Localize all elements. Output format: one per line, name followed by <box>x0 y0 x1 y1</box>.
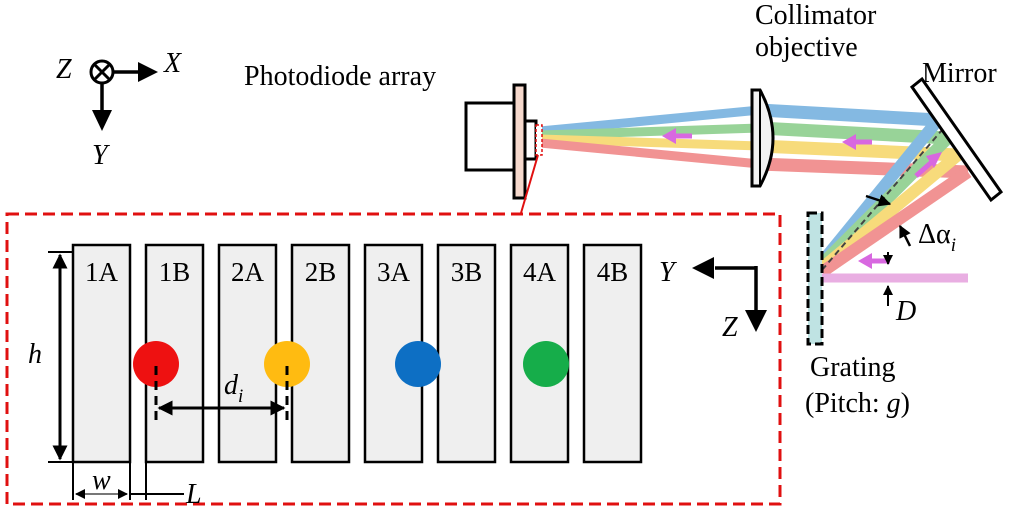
grating-element <box>806 211 824 346</box>
photodiode-board <box>512 83 527 200</box>
detail-coordinate-axes: Y Z <box>659 257 767 343</box>
height-label: h <box>28 339 42 370</box>
photodiode-cell-label: 3A <box>377 257 411 287</box>
collimator-label-line2: objective <box>755 32 858 63</box>
axis-label-z: Z <box>56 54 72 85</box>
photodiode-detail-view: 1A 1B 2A 2B 3A 3B 4A 4B h w L di Y <box>5 212 782 510</box>
photodiode-cell-label: 4A <box>523 257 557 287</box>
spot-green <box>523 341 569 387</box>
beam-green <box>759 121 949 145</box>
beams <box>539 103 972 283</box>
propagation-arrows <box>662 128 942 269</box>
arrow-left-icon <box>858 253 872 269</box>
photodiode-cell-label: 3B <box>451 257 483 287</box>
beam-red-diffracted <box>818 167 972 277</box>
mirror: Mirror <box>909 58 1004 203</box>
gap-label: L <box>185 479 202 509</box>
beam-blue-converging <box>539 105 761 136</box>
photodiode-cell-3a <box>363 243 424 464</box>
spot-yellow <box>264 341 310 387</box>
displacement-label: D <box>895 296 916 327</box>
axis-label-x: X <box>163 48 182 79</box>
mirror-element <box>909 76 1004 203</box>
beam-green-converging <box>539 123 761 140</box>
detail-leader-line <box>520 154 539 214</box>
beam-yellow-diffracted <box>818 150 962 273</box>
photodiode-cell-2a <box>217 243 278 464</box>
beam-red-converging <box>539 138 761 169</box>
beam-yellow-converging <box>539 134 761 151</box>
photodiode-housing <box>464 101 516 172</box>
delta-alpha-label: Δαi <box>918 219 956 256</box>
photodiode-array-label: Photodiode array <box>244 61 436 92</box>
spot-red <box>133 341 179 387</box>
photodiode-cell-1a <box>71 243 132 464</box>
displacement-annotation: D <box>883 252 916 327</box>
photodiode-cell-4b <box>582 243 643 464</box>
angle-arrow-upper <box>865 194 892 207</box>
detail-axis-label-z: Z <box>722 312 738 343</box>
top-coordinate-axes: Z X Y <box>56 48 182 171</box>
collimator-objective: Collimator objective <box>750 0 877 188</box>
photodiode-cell-label: 2B <box>305 257 337 287</box>
mirror-label: Mirror <box>922 58 997 89</box>
detail-region-marker <box>535 124 543 156</box>
width-label: w <box>92 465 111 496</box>
x-axis-arrow-icon <box>138 62 158 82</box>
detail-axis-label-y: Y <box>659 257 678 288</box>
spot-blue <box>395 341 441 387</box>
collimator-label-line1: Collimator <box>755 0 877 31</box>
detail-border <box>5 212 782 506</box>
photodiode-cell-label: 1A <box>85 257 119 287</box>
photodiode-cell-label: 1B <box>159 257 191 287</box>
photodiode-chip <box>523 119 538 161</box>
grating-label-line2: (Pitch: g) <box>805 388 910 419</box>
y-axis-left-arrow-icon <box>692 257 714 279</box>
spot-distance-label: di <box>224 370 243 407</box>
beam-blue <box>759 103 939 127</box>
photodiode-cell-label: 4B <box>597 257 629 287</box>
arrow-left-icon <box>842 134 856 150</box>
z-axis-down-arrow-icon <box>745 310 767 332</box>
grating: Grating (Pitch: g) <box>805 211 910 419</box>
grating-label-line1: Grating <box>810 352 896 383</box>
angle-arrow-lower <box>898 224 912 247</box>
y-axis-arrow-icon <box>92 110 112 131</box>
delta-alpha-annotation: Δαi <box>865 194 956 256</box>
arrow-left-icon <box>662 128 676 144</box>
axis-label-y: Y <box>92 140 111 171</box>
photodiode-cell-label: 2A <box>231 257 265 287</box>
photodiode-cell-3b <box>436 243 497 464</box>
photodiode-array-side-view: Photodiode array <box>244 61 543 214</box>
